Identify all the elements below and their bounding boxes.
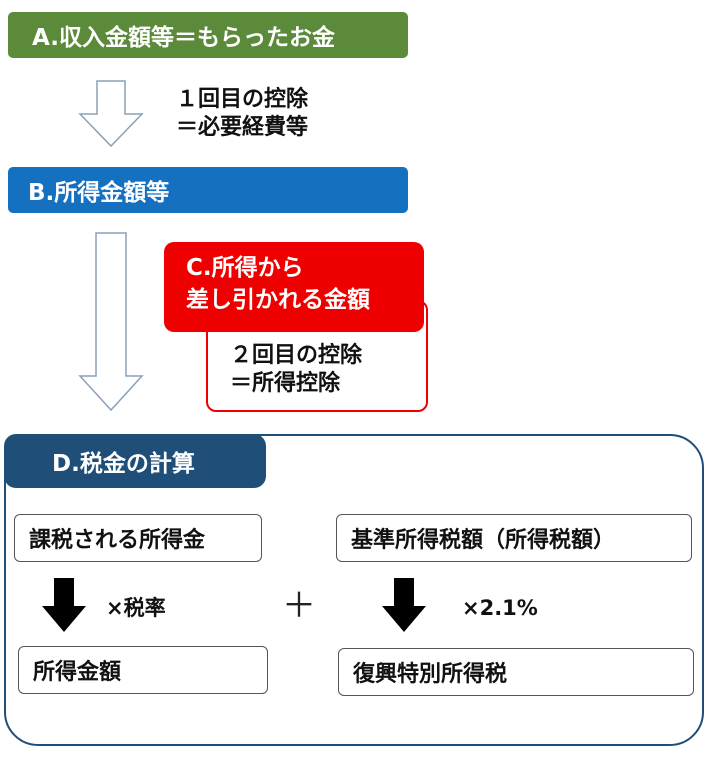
step-a-bar: A.収入金額等＝もらったお金 xyxy=(8,12,408,58)
income-tax-amount-box: 所得金額 xyxy=(18,646,268,694)
step-c-header: C.所得から 差し引かれる金額 xyxy=(164,242,424,332)
step-d-title: D.税金の計算 xyxy=(52,451,195,477)
deduction-note-1-line1: １回目の控除 xyxy=(176,87,309,112)
deduction-note-1-line2: ＝必要経費等 xyxy=(176,115,309,140)
step-c-line1: C.所得から xyxy=(186,255,304,281)
plus-sign: ＋ xyxy=(282,586,316,626)
taxable-income-label: 課税される所得金 xyxy=(29,528,206,553)
down-arrow-solid-right-icon xyxy=(382,578,426,632)
step-b-bar: B.所得金額等 xyxy=(8,167,408,213)
step-a-label: A.収入金額等＝もらったお金 xyxy=(32,25,335,51)
step-c-line2: 差し引かれる金額 xyxy=(186,287,370,313)
reconstruction-tax-label: 復興特別所得税 xyxy=(353,662,508,687)
tax-rate-label: ×税率 xyxy=(106,596,166,620)
deduction-note-2: ２回目の控除 ＝所得控除 xyxy=(230,342,362,398)
base-income-tax-box: 基準所得税額（所得税額） xyxy=(336,514,692,562)
deduction-note-2-line1: ２回目の控除 xyxy=(230,343,363,368)
deduction-note-1: １回目の控除 ＝必要経費等 xyxy=(176,86,308,142)
deduction-note-2-line2: ＝所得控除 xyxy=(230,371,341,396)
down-arrow-1-icon xyxy=(78,80,144,148)
taxable-income-box: 課税される所得金 xyxy=(14,514,262,562)
reconstruction-tax-box: 復興特別所得税 xyxy=(338,648,694,696)
step-d-header: D.税金の計算 xyxy=(4,434,266,488)
down-arrow-2-icon xyxy=(78,232,144,412)
base-income-tax-label: 基準所得税額（所得税額） xyxy=(351,528,616,553)
reconstruction-rate-label: ×2.1% xyxy=(462,596,538,620)
down-arrow-solid-left-icon xyxy=(42,578,86,632)
step-b-label: B.所得金額等 xyxy=(28,180,170,206)
income-tax-amount-label: 所得金額 xyxy=(33,660,122,685)
